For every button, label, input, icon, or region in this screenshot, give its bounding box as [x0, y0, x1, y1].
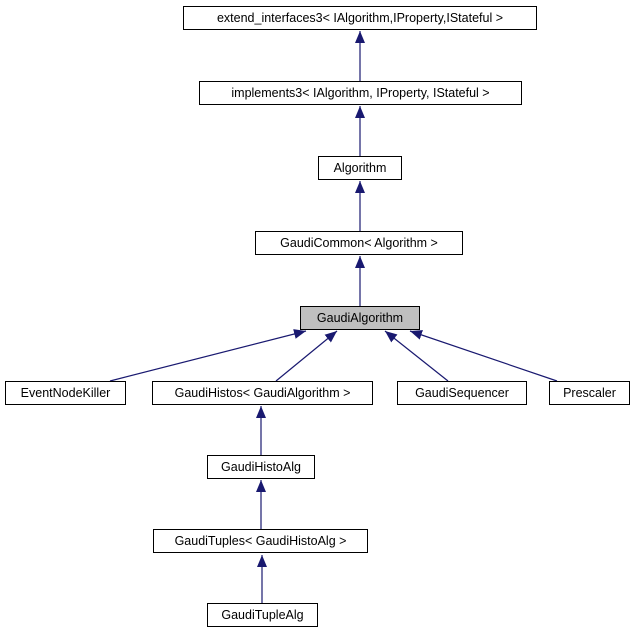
node-gaudisequencer[interactable]: GaudiSequencer — [397, 381, 527, 405]
edge-prescaler-to-gaudialgorithm — [409, 330, 558, 382]
node-prescaler[interactable]: Prescaler — [549, 381, 630, 405]
edge-gaudisequencer-to-gaudialgorithm — [384, 330, 449, 382]
node-gaudituples[interactable]: GaudiTuples< GaudiHistoAlg > — [153, 529, 368, 553]
node-eventnodekiller[interactable]: EventNodeKiller — [5, 381, 126, 405]
node-gaudituplealg[interactable]: GaudiTupleAlg — [207, 603, 318, 627]
node-implements3[interactable]: implements3< IAlgorithm, IProperty, ISta… — [199, 81, 522, 105]
node-gaudicommon[interactable]: GaudiCommon< Algorithm > — [255, 231, 463, 255]
node-gaudihistos[interactable]: GaudiHistos< GaudiAlgorithm > — [152, 381, 373, 405]
node-algorithm[interactable]: Algorithm — [318, 156, 402, 180]
node-extend-interfaces3[interactable]: extend_interfaces3< IAlgorithm,IProperty… — [183, 6, 537, 30]
edge-gaudihistos-to-gaudialgorithm — [275, 330, 338, 382]
node-gaudihistoalg[interactable]: GaudiHistoAlg — [207, 455, 315, 479]
edge-eventnodekiller-to-gaudialgorithm — [109, 329, 307, 382]
node-gaudialgorithm: GaudiAlgorithm — [300, 306, 420, 330]
